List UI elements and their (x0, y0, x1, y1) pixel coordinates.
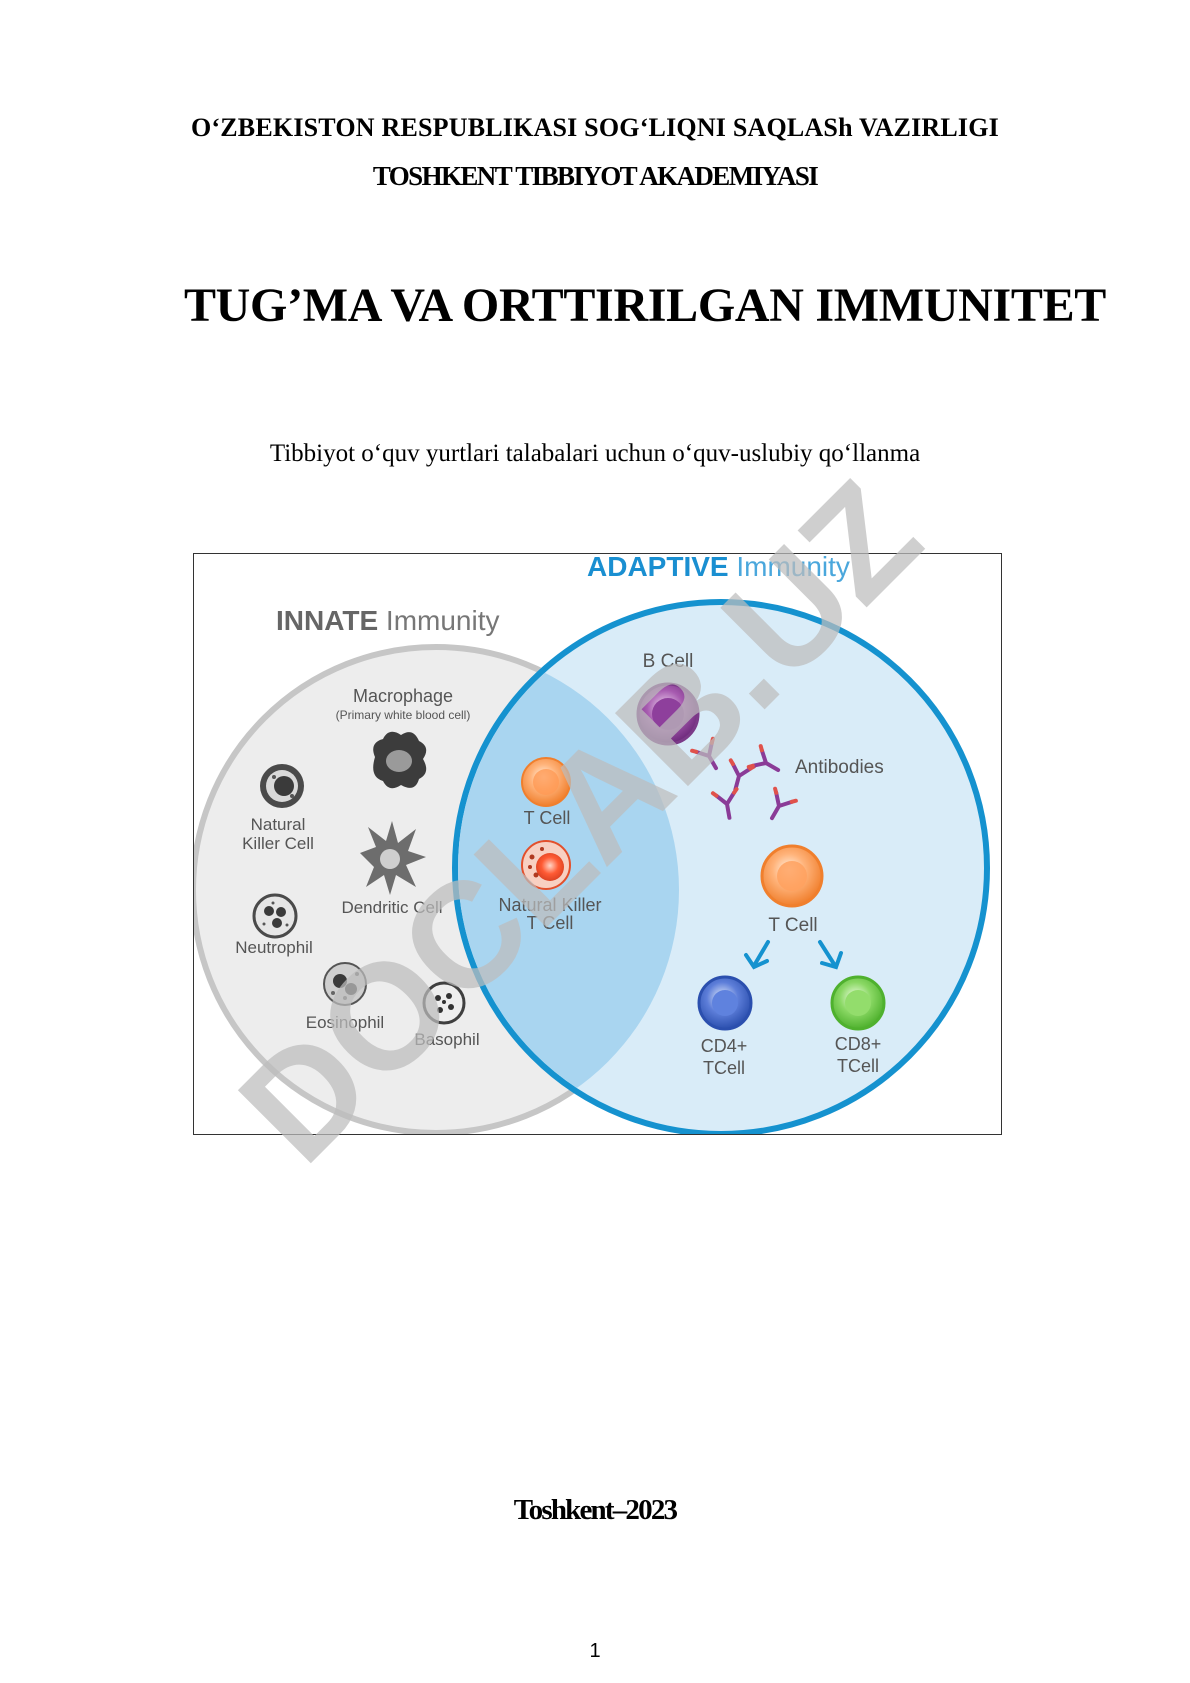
b-cell-icon (636, 682, 700, 746)
neutrophil-label: Neutrophil (235, 938, 313, 957)
basophil-label: Basophil (414, 1030, 479, 1049)
immunity-diagram: INNATE Immunity ADAPTIVE Immunity Macrop… (193, 553, 1002, 1135)
adaptive-title: ADAPTIVE Immunity (587, 554, 850, 582)
nk-cell-label-line2: Killer Cell (242, 834, 314, 853)
cd8-label-line2: TCell (837, 1056, 879, 1076)
nkt-label-line2: T Cell (527, 913, 574, 933)
t-cell-icon (760, 844, 824, 908)
arrow-to-cd8-icon (818, 940, 843, 970)
innate-title: INNATE Immunity (276, 605, 500, 636)
ministry-name: O‘ZBEKISTON RESPUBLIKASI SOG‘LIQNI SAQLA… (190, 113, 999, 142)
immunity-venn-svg: INNATE Immunity ADAPTIVE Immunity Macrop… (194, 554, 990, 1134)
nk-cell-label-line1: Natural (251, 815, 306, 834)
macrophage-label: Macrophage (353, 686, 453, 706)
b-cell-label: B Cell (643, 651, 694, 672)
cd8-label-line1: CD8+ (835, 1034, 882, 1054)
eosinophil-icon (323, 962, 367, 1006)
overlap-region (458, 647, 679, 1131)
academy-name: TOSHKENT TIBBIYOT AKADEMIYASI (372, 161, 819, 191)
macrophage-note: (Primary white blood cell) (336, 708, 471, 722)
page-number: 1 (589, 1640, 601, 1662)
cd4-label-line2: TCell (703, 1058, 745, 1078)
cd4-label-line1: CD4+ (701, 1036, 748, 1056)
document-title: TUG’MA VA ORTTIRILGAN IMMUNITET (183, 279, 1107, 332)
dendritic-cell-icon (360, 821, 426, 895)
neutrophil-icon (252, 893, 298, 939)
antibodies-label: Antibodies (795, 757, 884, 778)
cd8-t-cell-icon (830, 975, 886, 1031)
natural-killer-t-cell-icon (521, 840, 571, 890)
document-subtitle: Tibbiyot o‘quv yurtlari talabalari uchun… (269, 440, 921, 467)
macrophage-icon (373, 731, 427, 789)
eosinophil-label: Eosinophil (306, 1013, 384, 1032)
cd4-t-cell-icon (697, 975, 753, 1031)
overlap-t-cell-icon (521, 757, 571, 807)
natural-killer-cell-icon (260, 764, 304, 808)
t-cell-label: T Cell (768, 915, 817, 936)
arrow-to-cd4-icon (744, 940, 770, 970)
city-year: Toshkent–2023 (513, 1494, 678, 1526)
overlap-t-cell-label: T Cell (524, 808, 571, 828)
basophil-icon (422, 981, 466, 1025)
nkt-label-line1: Natural Killer (498, 895, 601, 915)
dendritic-cell-label: Dendritic Cell (341, 898, 442, 917)
antibodies-icon (690, 736, 798, 821)
